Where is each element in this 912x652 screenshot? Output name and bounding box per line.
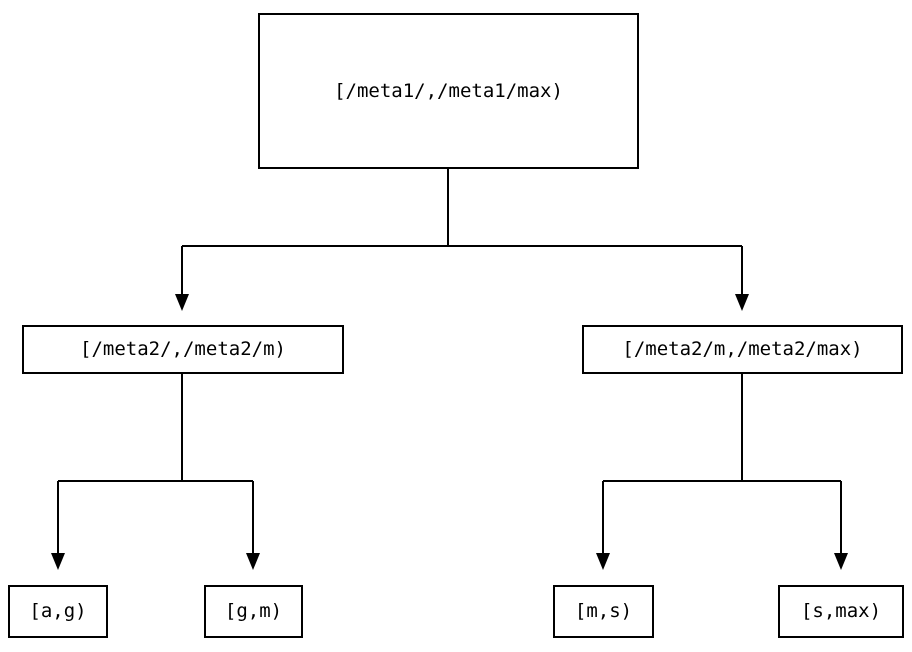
node-mid-left-label: [/meta2/,/meta2/m): [80, 338, 286, 360]
node-leaf-ms-label: [m,s): [574, 600, 633, 622]
node-leaf-ms: [m,s): [553, 585, 654, 638]
arrowhead-leaf-gm-icon: [246, 553, 260, 570]
node-leaf-smax-label: [s,max): [800, 600, 882, 622]
arrowhead-leaf-ag-icon: [51, 553, 65, 570]
arrowhead-leaf-smax-icon: [834, 553, 848, 570]
arrowhead-leaf-ms-icon: [596, 553, 610, 570]
node-root-label: [/meta1/,/meta1/max): [334, 79, 563, 102]
node-leaf-smax: [s,max): [778, 585, 904, 638]
node-mid-left: [/meta2/,/meta2/m): [22, 325, 344, 374]
node-mid-right-label: [/meta2/m,/meta2/max): [622, 338, 863, 360]
node-mid-right: [/meta2/m,/meta2/max): [582, 325, 903, 374]
node-leaf-gm-label: [g,m): [224, 600, 283, 622]
node-leaf-gm: [g,m): [204, 585, 303, 638]
node-leaf-ag: [a,g): [8, 585, 108, 638]
arrowhead-mid-left-icon: [175, 294, 189, 311]
node-root: [/meta1/,/meta1/max): [258, 13, 639, 169]
node-leaf-ag-label: [a,g): [29, 600, 87, 622]
arrowhead-mid-right-icon: [735, 294, 749, 311]
